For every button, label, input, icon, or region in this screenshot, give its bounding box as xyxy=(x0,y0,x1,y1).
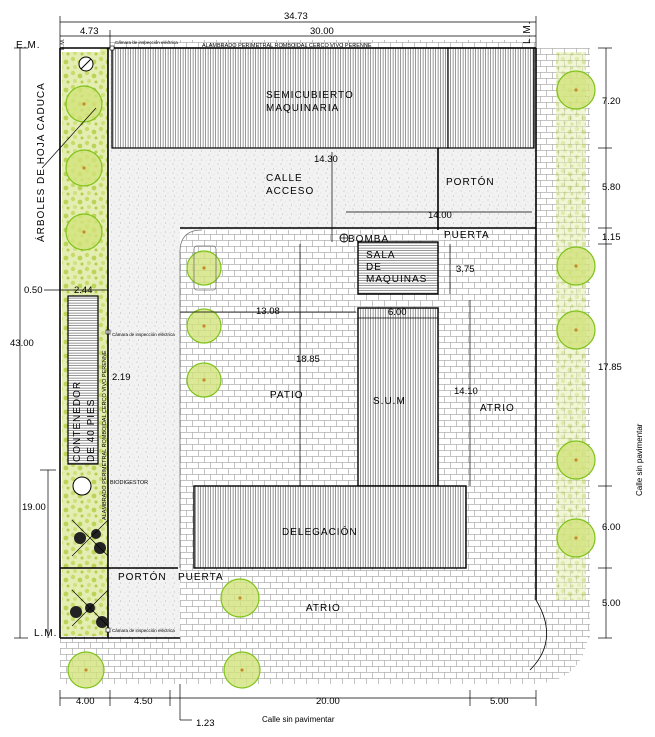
arboles-label: ÁRBOLES DE HOJA CADUCA xyxy=(34,82,47,242)
dim-2000: 20.00 xyxy=(316,696,340,707)
dim-720: 7.20 xyxy=(602,96,621,107)
atrio-right-label: ATRIO xyxy=(480,403,515,414)
dimension-lines xyxy=(14,16,612,721)
dim-total-width: 34.73 xyxy=(284,11,308,22)
calle-sin-bottom: Calle sin pavimentar xyxy=(262,715,335,724)
contenedor-label-1: CONTENEDOR xyxy=(72,381,83,462)
porton-bottom-label: PORTÓN xyxy=(118,570,167,583)
sala-de-maquinas xyxy=(357,241,439,295)
dim-600-sum: 6.00 xyxy=(388,307,407,318)
perimeter-note: ALAMBRADO PERIMETRAL ROMBOIDAL CERCO VIV… xyxy=(202,43,372,49)
atrio-bottom-label: ATRIO xyxy=(306,603,341,614)
corner-sidewalk-brick xyxy=(530,600,590,684)
shrub-icon xyxy=(74,532,86,544)
sala-label-3: MAQUINAS xyxy=(366,274,427,285)
delegacion-building xyxy=(193,485,467,569)
acceso-label: ACCESO xyxy=(266,186,314,197)
sum-building xyxy=(357,307,439,487)
sala-label-2: DE xyxy=(366,262,382,273)
shrub-outlines xyxy=(71,519,109,627)
tree-planter xyxy=(193,245,217,291)
patio-label: PATIO xyxy=(270,390,304,401)
delegacion-label: DELEGACIÓN xyxy=(282,525,358,538)
shrub-icon xyxy=(70,606,82,618)
dim-1785: 17.85 xyxy=(598,362,622,373)
perimeter-brick-top xyxy=(110,40,536,48)
dim-4300: 43.00 xyxy=(10,338,34,349)
dim-123: 1.23 xyxy=(196,718,215,729)
porton-top-label: PORTÓN xyxy=(446,175,495,188)
dim-050: 0.50 xyxy=(24,285,43,296)
dim-600-right: 6.00 xyxy=(602,522,621,533)
bottom-sidewalk-brick xyxy=(60,638,540,684)
dim-580: 5.80 xyxy=(602,182,621,193)
dim-left-strip: 4.73 xyxy=(80,26,99,37)
dim-1430: 14.30 xyxy=(314,154,338,165)
dim-400: 4.00 xyxy=(76,696,95,707)
dim-1900: 19.00 xyxy=(22,502,46,513)
camara-icon xyxy=(109,45,115,51)
dim-115: 1.15 xyxy=(602,232,621,243)
porton-shed xyxy=(447,47,535,149)
dim-244: 2.44 xyxy=(74,285,93,296)
sala-label-1: SALA xyxy=(366,250,396,261)
dim-450: 4.50 xyxy=(134,696,153,707)
em-vertical-label: E.M. xyxy=(60,38,66,50)
dim-1885: 18.85 xyxy=(296,354,320,365)
perimeter-note-vertical: ALAMBRADO PERIMETRAL ROMBOIDAL CERCO VIV… xyxy=(102,350,108,520)
dim-1400: 14.00 xyxy=(428,210,452,221)
arboles-leader-line xyxy=(41,107,97,169)
dim-1410: 14.10 xyxy=(454,386,478,397)
puerta-top-label: PUERTA xyxy=(444,230,490,241)
biodigestor-icon xyxy=(72,476,92,496)
camara-label-1: Cámara de inspección eléctrica xyxy=(115,40,178,45)
bomba-label: BOMBA xyxy=(348,234,389,245)
dim-1308: 13.08 xyxy=(256,306,280,317)
calle-sin-right: Calle sin pavimentar xyxy=(635,423,644,496)
lm-bottom-label: L.M. xyxy=(34,628,57,639)
em-label: E.M. xyxy=(16,40,41,51)
hedge-strip-right xyxy=(100,48,108,636)
dim-500-bottom: 5.00 xyxy=(490,696,509,707)
sum-label: S.U.M xyxy=(373,396,406,407)
dim-219: 2.19 xyxy=(112,372,131,383)
tree-centers xyxy=(82,88,578,672)
patio-rounded-edge xyxy=(179,229,203,568)
biodigestor-label: BIODIGESTOR xyxy=(110,480,148,486)
gravel-left-strip xyxy=(110,230,180,568)
dim-500-right: 5.00 xyxy=(602,598,621,609)
semicubierto-label: SEMICUBIERTO xyxy=(266,90,354,101)
contenedor-40-pies xyxy=(67,295,99,465)
calle-label: CALLE xyxy=(266,173,303,184)
contenedor-label-2: DE 40 PIES xyxy=(86,399,97,462)
shrub-icon xyxy=(96,616,108,628)
camara-label-3: Cámara de inspección eléctrica xyxy=(112,628,175,633)
dim-375: 3.75 xyxy=(456,264,475,275)
dim-main-width: 30.00 xyxy=(310,26,334,37)
camara-icon xyxy=(105,627,111,633)
shrub-icon xyxy=(91,529,101,539)
compass-icon xyxy=(78,56,94,72)
camara-label-2: Cámara de inspección eléctrica xyxy=(112,332,175,337)
semicubierto-label-2: MAQUINARIA xyxy=(266,103,339,114)
atrio-bottom-curve xyxy=(529,599,547,671)
puerta-bottom-label: PUERTA xyxy=(178,572,224,583)
lm-top-label: L.M. xyxy=(522,21,533,44)
bomba-icon xyxy=(339,233,349,243)
